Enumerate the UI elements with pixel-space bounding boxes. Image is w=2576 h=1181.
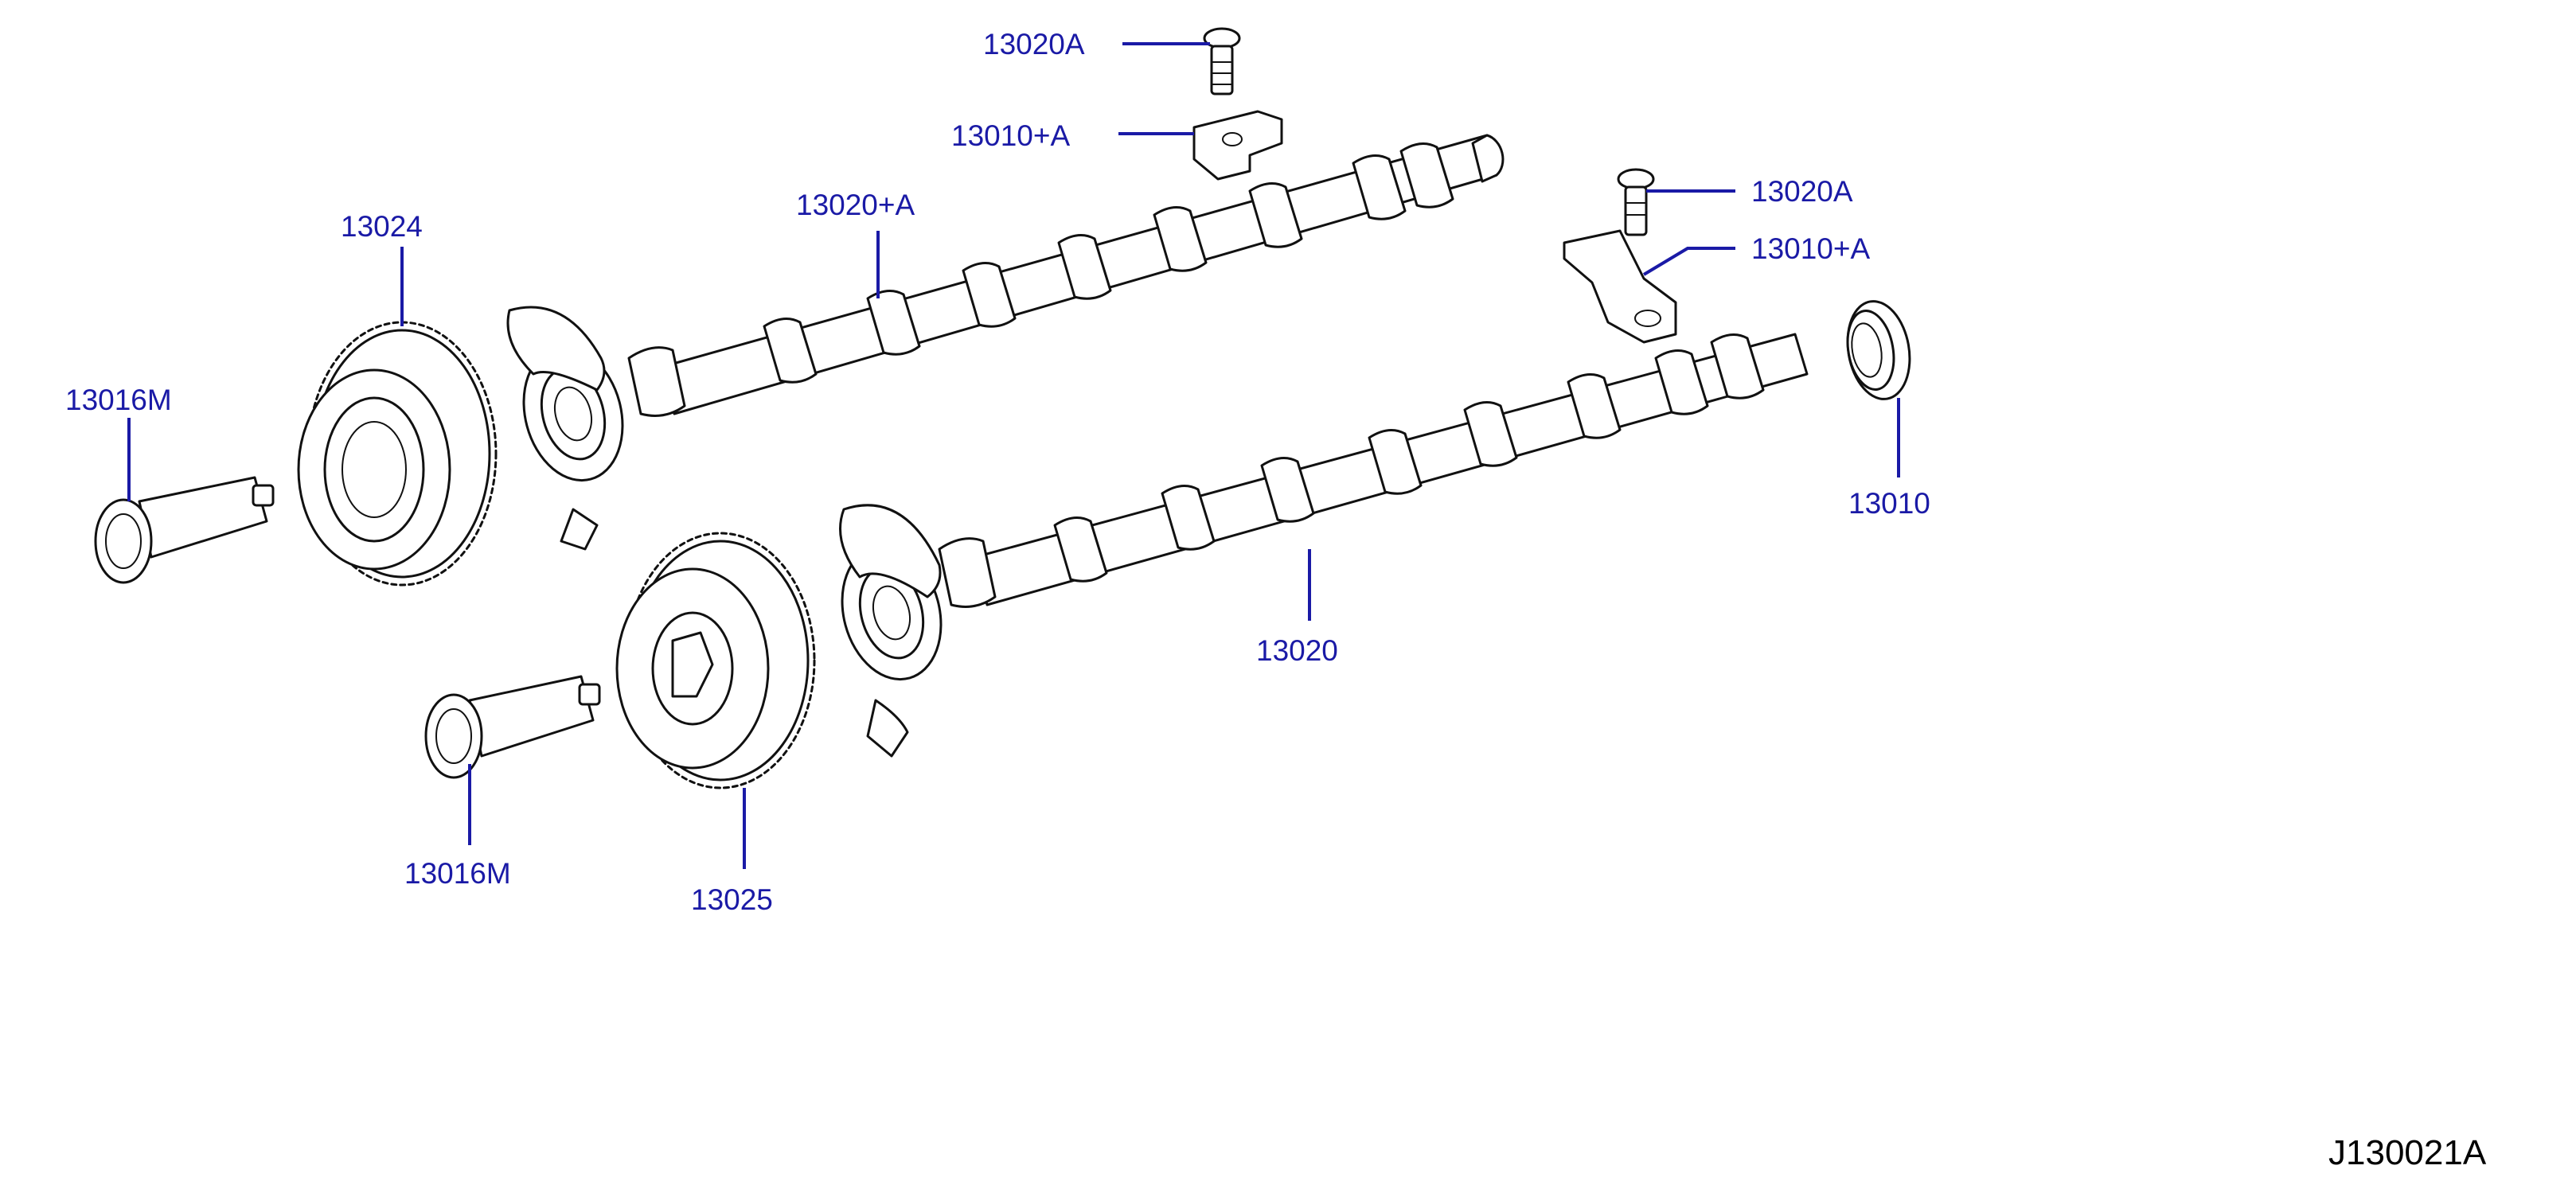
callout-labels: 13020A 13010+A 13020A 13010+A 13024 1302…	[65, 28, 1930, 916]
sprocket-13025	[615, 532, 816, 789]
callout-13020a-camshaft: 13020+A	[796, 189, 915, 221]
leader-lines	[127, 42, 1900, 869]
callout-13020-camshaft: 13020	[1256, 634, 1338, 667]
oil-control-valve-lower	[424, 675, 601, 779]
right-bracket	[1563, 229, 1677, 344]
callout-13016m-upper: 13016M	[65, 384, 172, 416]
callout-13010-seal: 13010	[1848, 487, 1930, 520]
callout-13024: 13024	[341, 210, 423, 243]
callout-13025: 13025	[691, 883, 773, 916]
callout-13016m-lower: 13016M	[404, 857, 511, 890]
lower-camshaft	[839, 333, 1809, 758]
upper-bolt	[1203, 27, 1241, 95]
camshaft-seal	[1846, 300, 1911, 400]
callout-13020a-right: 13020A	[1751, 175, 1853, 208]
right-bolt	[1617, 168, 1655, 236]
oil-control-valve-upper	[94, 476, 275, 584]
upper-camshaft	[506, 134, 1505, 551]
diagram-code: J130021A	[2328, 1133, 2487, 1172]
sprocket-13024	[297, 321, 498, 587]
callout-13020a-upper: 13020A	[983, 28, 1085, 60]
callout-13010a-upper: 13010+A	[951, 119, 1070, 152]
upper-bracket	[1192, 110, 1283, 181]
callout-13010a-right: 13010+A	[1751, 232, 1870, 265]
